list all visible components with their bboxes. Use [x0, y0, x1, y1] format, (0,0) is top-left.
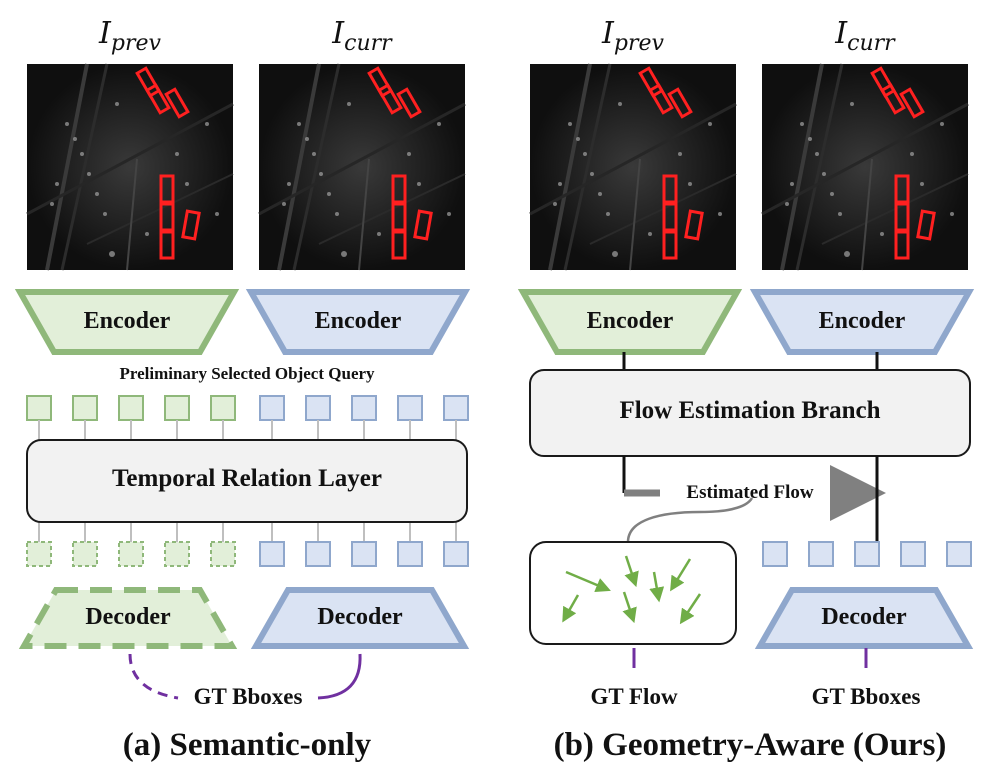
prev-query-row-top-a	[26, 395, 236, 421]
curr-query-row-b	[762, 541, 972, 567]
caption-a: (a) Semantic-only	[122, 727, 372, 763]
i-curr-title-b: Icurr	[835, 16, 895, 56]
encoder-curr-label-a: Encoder	[314, 308, 402, 334]
temporal-relation-layer-box	[26, 439, 468, 523]
encoder-curr-shape-b	[749, 289, 975, 355]
decoder-prev-label-a: Decoder	[85, 604, 171, 630]
i-curr-title-a: Icurr	[332, 16, 392, 56]
curr-frame-image-b	[760, 62, 970, 272]
query-connectors-a	[38, 420, 457, 542]
flow-vectors	[562, 555, 702, 625]
encoder-curr-label-b: Encoder	[818, 308, 906, 334]
flow-estimation-branch-box	[529, 369, 971, 457]
query-label: Preliminary Selected Object Query	[119, 364, 375, 383]
estimated-flow-callout	[626, 497, 754, 543]
gt-bboxes-label-b: GT Bboxes	[811, 684, 921, 709]
temporal-relation-layer-label: Temporal Relation Layer	[112, 465, 382, 492]
i-prev-title-a: Iprev	[99, 16, 161, 56]
decoder-shape-b	[754, 587, 974, 649]
curr-query-row-top-a	[259, 395, 469, 421]
encoder-prev-label-b: Encoder	[586, 308, 674, 334]
curr-query-row-bottom-a	[259, 541, 469, 567]
gt-link-prev-a	[128, 653, 179, 700]
estimated-flow-label: Estimated Flow	[686, 482, 814, 503]
gt-flow-label: GT Flow	[590, 684, 678, 709]
gt-link-curr-a	[317, 653, 362, 700]
decoder-curr-label-a: Decoder	[317, 604, 403, 630]
decoder-prev-shape-a	[18, 587, 238, 649]
prev-frame-image-b	[528, 62, 738, 272]
flow-estimation-branch-label: Flow Estimation Branch	[619, 397, 881, 424]
decoder-label-b: Decoder	[821, 604, 907, 630]
prev-query-row-bottom-a	[26, 541, 236, 567]
flow-visualization-box	[529, 541, 737, 645]
gt-bboxes-label-a: GT Bboxes	[193, 684, 303, 709]
decoder-curr-shape-a	[250, 587, 470, 649]
encoder-prev-shape-a	[14, 289, 240, 355]
caption-b: (b) Geometry-Aware (Ours)	[553, 727, 947, 763]
encoder-curr-shape-a	[245, 289, 471, 355]
prev-frame-image-a	[25, 62, 235, 272]
curr-frame-image-a	[257, 62, 467, 272]
i-prev-title-b: Iprev	[602, 16, 664, 56]
encoder-prev-label-a: Encoder	[83, 308, 171, 334]
encoder-prev-shape-b	[517, 289, 743, 355]
